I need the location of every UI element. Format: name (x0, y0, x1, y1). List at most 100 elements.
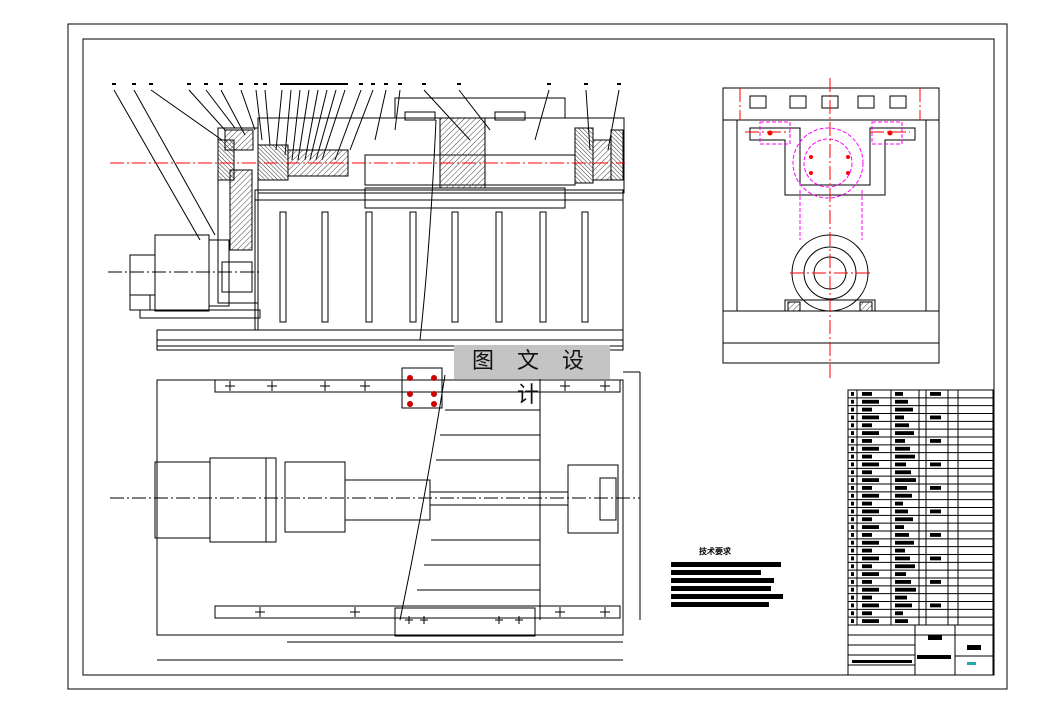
bom-cell-mark (851, 486, 854, 490)
tech-requirements-lines (671, 562, 783, 607)
bom-cell-mark (862, 407, 872, 412)
bom-cell-mark (895, 454, 915, 459)
bom-cell-mark (851, 454, 854, 459)
bom-cell-mark (862, 595, 872, 600)
bom-cell-mark (851, 446, 854, 451)
bom-cell-mark (895, 399, 908, 404)
bom-cell-mark (862, 501, 872, 506)
bom-cell-mark (895, 478, 916, 482)
bom-cell-mark (895, 611, 903, 616)
bom-cell-mark (895, 470, 911, 475)
bom-cell-mark (851, 572, 854, 576)
bom-cell-mark (862, 399, 879, 404)
side-view-centerlines (739, 78, 921, 378)
bom-cell-mark (851, 399, 854, 404)
bom-cell-mark (851, 619, 854, 623)
bom-cell-mark (851, 493, 854, 498)
top-view (154, 367, 641, 661)
bom-cell-mark (851, 611, 854, 616)
title-block (847, 389, 994, 676)
bom-cell-mark (862, 572, 879, 576)
bom-cell-mark (895, 501, 903, 506)
bom-cell-mark (895, 446, 910, 451)
bom-cell-mark (862, 431, 879, 435)
bom-cell-mark (895, 533, 909, 537)
bom-cell-mark (862, 486, 872, 490)
bom-cell-mark (862, 446, 879, 451)
bom-cell-mark (851, 415, 854, 420)
bom-cell-mark (895, 556, 910, 561)
bom-cell-mark (862, 533, 872, 537)
bom-cell-mark (895, 517, 913, 522)
bom-cell-mark (862, 525, 879, 529)
bom-cell-mark (895, 540, 914, 545)
bom-cell-mark (895, 619, 908, 623)
bom-cell-mark (851, 533, 854, 537)
bom-cell-mark (851, 587, 854, 592)
bom-cell-mark (895, 580, 911, 584)
bom-cell-mark (895, 431, 914, 435)
bom-cell-mark (930, 439, 941, 443)
bom-cell-mark (895, 486, 907, 490)
side-view-bolt-markers (767, 130, 893, 175)
bom-cell-mark (862, 439, 872, 443)
outer-border (67, 23, 1008, 690)
top-view-carriage-bolts (407, 375, 437, 407)
bom-cell-mark (895, 603, 912, 608)
bom-cell-mark (862, 509, 879, 514)
bom-cell-mark (895, 564, 915, 569)
bom-cell-mark (862, 517, 872, 522)
front-section-view (112, 83, 625, 351)
bom-cell-mark (895, 407, 913, 412)
bom-cell-mark (862, 564, 872, 569)
bom-cell-mark (851, 470, 854, 475)
bom-cell-mark (930, 556, 941, 561)
bom-cell-mark (862, 493, 879, 498)
bom-cell-mark (930, 509, 941, 514)
bom-cell-mark (895, 392, 903, 396)
bom-cell-mark (895, 493, 912, 498)
bom-cell-mark (895, 423, 909, 428)
bom-cell-mark (895, 548, 905, 553)
bom-cell-mark (895, 525, 904, 529)
inner-border (82, 38, 995, 676)
bom-cell-mark (862, 392, 872, 396)
bom-cell-mark (851, 501, 854, 506)
bom-cell-mark (895, 587, 916, 592)
bom-cell-mark (862, 423, 872, 428)
side-view (722, 87, 940, 364)
watermark-label: 图 文 设 计 (454, 345, 610, 408)
bom-cell-mark (862, 415, 879, 420)
bom-cell-mark (930, 533, 941, 537)
bom-cell-mark (862, 580, 872, 584)
bom-cell-mark (851, 462, 854, 467)
bom-cell-mark (895, 572, 906, 576)
bom-cell-mark (930, 392, 941, 396)
bom-cell-mark (862, 540, 879, 545)
bom-cell-mark (862, 619, 879, 623)
bom-text-marks (851, 392, 941, 623)
bom-cell-mark (851, 603, 854, 608)
bom-cell-mark (862, 587, 879, 592)
bom-cell-mark (930, 580, 941, 584)
bom-cell-mark (862, 470, 872, 475)
bom-cell-mark (930, 462, 941, 467)
bom-cell-mark (851, 525, 854, 529)
bom-cell-mark (851, 595, 854, 600)
bom-cell-mark (895, 439, 905, 443)
top-view-bolts (225, 381, 610, 624)
bom-cell-mark (930, 415, 941, 420)
bom-cell-mark (862, 548, 872, 553)
bom-cell-mark (851, 431, 854, 435)
bom-cell-mark (862, 478, 879, 482)
bom-cell-mark (851, 548, 854, 553)
bom-cell-mark (930, 486, 941, 490)
bom-cell-mark (851, 439, 854, 443)
side-view-hidden (759, 121, 903, 240)
tech-requirements-title: 技术要求 (699, 547, 731, 556)
bom-cell-mark (851, 564, 854, 569)
break-line (419, 119, 437, 341)
title-block-marks (852, 635, 981, 663)
bom-cell-mark (862, 556, 879, 561)
